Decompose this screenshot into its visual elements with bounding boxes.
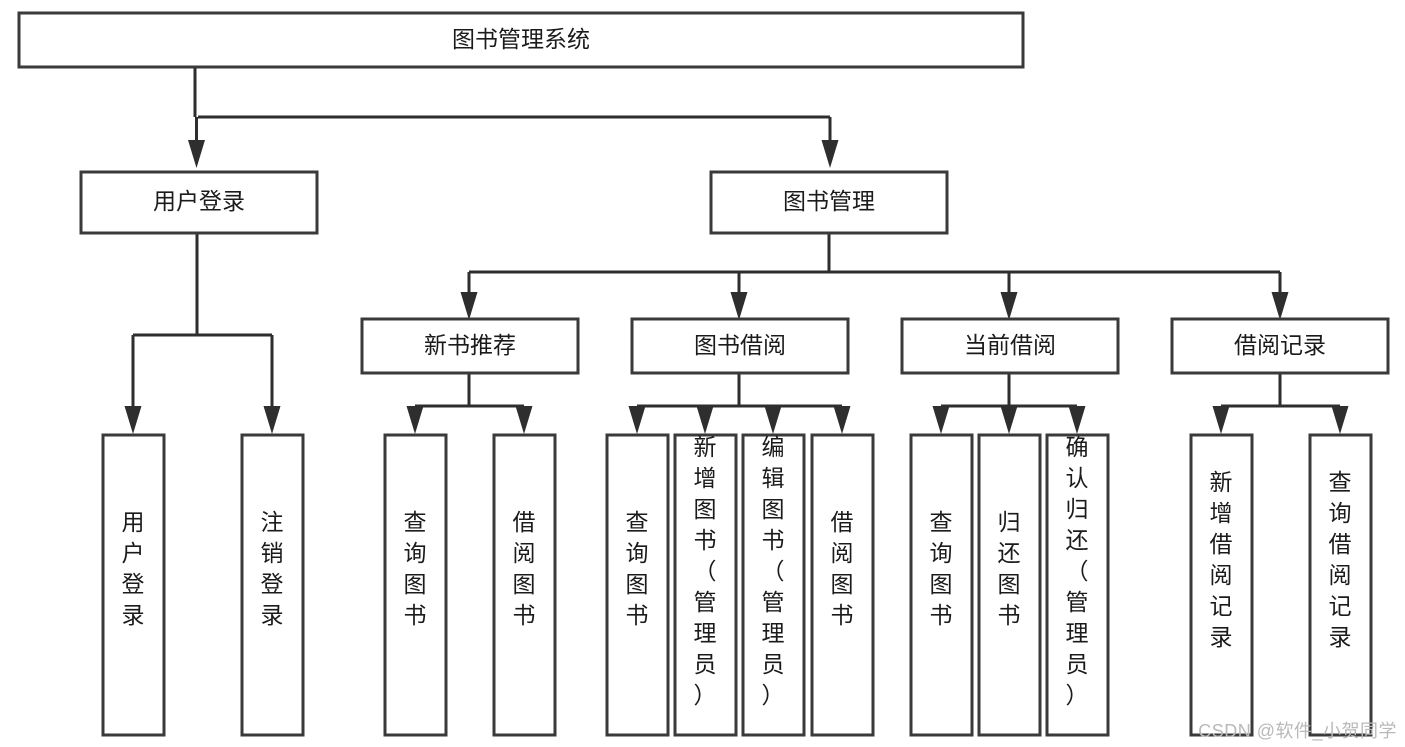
leaf-book-borrow-3[interactable]: 编辑图书（管理员） — [741, 433, 806, 737]
node-current-borrow[interactable]: 当前借阅 — [900, 317, 1120, 375]
connector-group-book-manage — [460, 232, 1289, 320]
arrow-cb-child-1 — [932, 406, 950, 434]
leaf-borrow-record-1[interactable]: 新增借阅记录 — [1189, 433, 1254, 737]
leaf-user-login-1-label: 用户登录 — [122, 509, 145, 628]
connector-group-root — [188, 67, 839, 168]
node-book-manage-label: 图书管理 — [783, 188, 875, 214]
leaf-current-borrow-3-label: 确认归还（管理员） — [1066, 434, 1089, 708]
leaf-user-login-1[interactable]: 用户登录 — [101, 433, 166, 737]
leaf-new-book-1-label: 查询图书 — [404, 509, 427, 628]
arrow-to-leaf-user-login — [124, 406, 142, 434]
leaf-new-book-2-label: 借阅图书 — [513, 509, 536, 628]
arrow-cb-child-2 — [1000, 406, 1018, 434]
leaf-new-book-1[interactable]: 查询图书 — [383, 433, 448, 737]
node-borrow-record-label: 借阅记录 — [1234, 332, 1326, 358]
leaf-book-borrow-1-label: 查询图书 — [626, 509, 649, 628]
node-new-book-recommend-label: 新书推荐 — [424, 332, 516, 358]
leaf-book-borrow-2-label: 新增图书（管理员） — [694, 434, 717, 708]
arrow-to-current-borrow — [1000, 292, 1018, 320]
arrow-bb-child-2 — [696, 406, 714, 434]
leaf-book-borrow-4-label: 借阅图书 — [831, 509, 854, 628]
leaf-current-borrow-2[interactable]: 归还图书 — [977, 433, 1042, 737]
leaf-current-borrow-1[interactable]: 查询图书 — [909, 433, 974, 737]
node-root-label: 图书管理系统 — [452, 26, 590, 52]
leaf-book-borrow-3-label: 编辑图书（管理员） — [762, 434, 785, 708]
node-book-manage[interactable]: 图书管理 — [709, 170, 949, 235]
arrow-to-leaf-logout — [263, 406, 281, 434]
leaf-new-book-2[interactable]: 借阅图书 — [492, 433, 557, 737]
leaf-book-borrow-4[interactable]: 借阅图书 — [810, 433, 875, 737]
arrow-to-user-login — [188, 140, 205, 168]
connector-group-new-book — [406, 372, 533, 434]
arrow-br-child-2 — [1331, 406, 1349, 434]
leaf-current-borrow-2-label: 归还图书 — [998, 509, 1021, 628]
arrow-nb-child-2 — [515, 406, 533, 434]
node-user-login-label: 用户登录 — [153, 188, 245, 214]
arrow-bb-child-1 — [628, 406, 646, 434]
arrow-to-book-manage — [821, 140, 839, 168]
connector-group-current-borrow — [932, 372, 1086, 434]
leaf-book-borrow-1[interactable]: 查询图书 — [605, 433, 670, 737]
csdn-watermark: CSDN @软件_小贺同学 — [1198, 721, 1397, 741]
arrow-to-borrow-record — [1271, 292, 1289, 320]
node-new-book-recommend[interactable]: 新书推荐 — [360, 317, 580, 375]
node-book-borrow[interactable]: 图书借阅 — [630, 317, 850, 375]
arrow-bb-child-3 — [764, 406, 782, 434]
arrow-nb-child-1 — [406, 406, 424, 434]
node-root[interactable]: 图书管理系统 — [17, 11, 1025, 69]
leaf-user-login-2-label: 注销登录 — [261, 509, 284, 628]
node-current-borrow-label: 当前借阅 — [964, 332, 1056, 358]
leaf-borrow-record-2[interactable]: 查询借阅记录 — [1308, 433, 1373, 737]
node-borrow-record[interactable]: 借阅记录 — [1170, 317, 1390, 375]
leaf-book-borrow-2[interactable]: 新增图书（管理员） — [673, 433, 738, 737]
leaf-borrow-record-2-label: 查询借阅记录 — [1329, 469, 1352, 650]
arrow-br-child-1 — [1212, 406, 1230, 434]
connector-group-borrow-record — [1212, 372, 1349, 434]
leaf-borrow-record-1-label: 新增借阅记录 — [1210, 469, 1233, 650]
node-book-borrow-label: 图书借阅 — [694, 332, 786, 358]
leaf-current-borrow-1-label: 查询图书 — [930, 509, 953, 628]
arrow-cb-child-3 — [1068, 406, 1086, 434]
connector-group-user-login — [124, 234, 281, 434]
arrow-bb-child-4 — [833, 406, 851, 434]
arrow-to-new-book — [460, 292, 478, 320]
leaf-user-login-2[interactable]: 注销登录 — [240, 433, 305, 737]
leaf-current-borrow-3[interactable]: 确认归还（管理员） — [1045, 433, 1110, 737]
connector-group-book-borrow — [628, 372, 851, 434]
node-user-login[interactable]: 用户登录 — [79, 170, 319, 235]
arrow-to-book-borrow — [730, 292, 748, 320]
